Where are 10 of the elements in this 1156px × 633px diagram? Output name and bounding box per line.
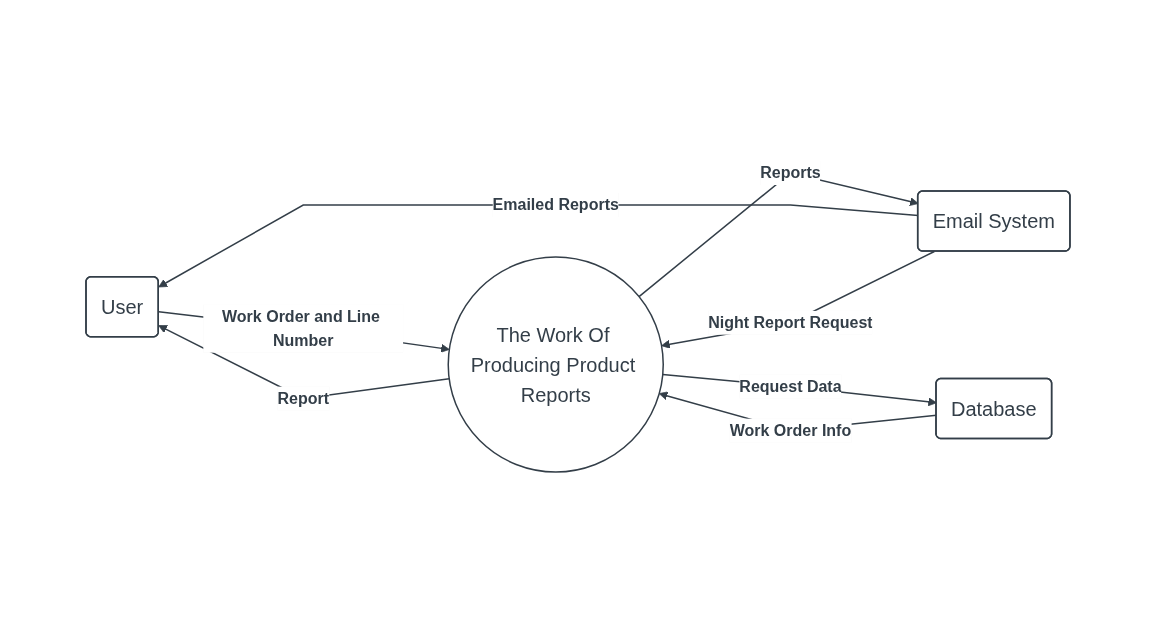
arrow xyxy=(662,373,937,407)
edge-label: Reports xyxy=(760,164,821,181)
edge-label: Night Report Request xyxy=(708,313,873,331)
edge-label: Report xyxy=(277,389,330,407)
edge-label: Request Data xyxy=(739,377,842,395)
edge-label: Emailed Reports xyxy=(492,196,619,213)
node-circle: The Work Of Producing Product Reports xyxy=(447,256,664,473)
arrow xyxy=(661,250,936,349)
edge-label: Work Order Info xyxy=(729,421,852,439)
edge-label: Work Order and Line Number xyxy=(222,307,381,349)
